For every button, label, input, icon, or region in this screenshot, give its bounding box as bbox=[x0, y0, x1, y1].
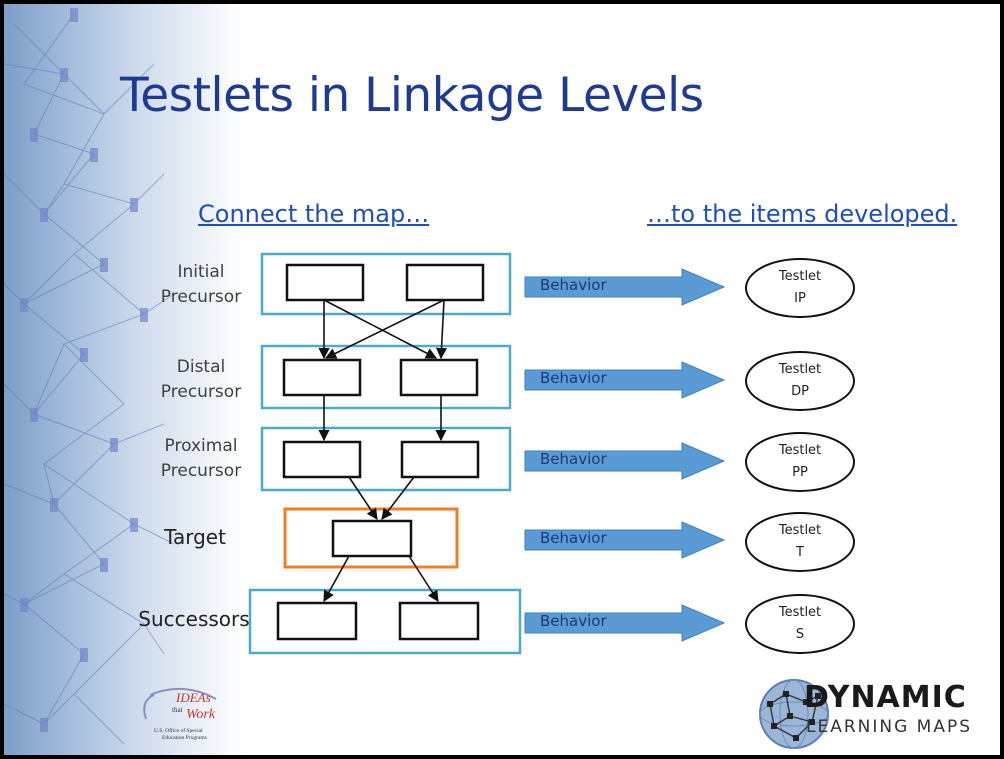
testlet-title: Testlet bbox=[778, 362, 822, 377]
node-dp-1 bbox=[282, 358, 362, 397]
testlet-pp: Testlet PP bbox=[745, 432, 855, 492]
svg-text:U.S. Office of Special: U.S. Office of Special bbox=[154, 727, 203, 734]
testlet-s: Testlet S bbox=[745, 594, 855, 654]
testlet-dp: Testlet DP bbox=[745, 351, 855, 411]
behavior-label: Behavior bbox=[540, 529, 607, 547]
edge-target-succ2 bbox=[408, 555, 439, 602]
testlet-code: DP bbox=[791, 384, 809, 399]
svg-text:that: that bbox=[172, 706, 183, 714]
testlet-title: Testlet bbox=[778, 269, 822, 284]
frame-distal-precursor bbox=[260, 344, 512, 410]
frame-proximal-precursor bbox=[260, 426, 512, 492]
label-line: Precursor bbox=[160, 382, 242, 402]
node-pp-2 bbox=[400, 440, 480, 479]
arrow-shape bbox=[524, 442, 726, 480]
right-heading: …to the items developed. bbox=[647, 200, 958, 228]
label-line: Precursor bbox=[160, 287, 242, 307]
left-heading: Connect the map… bbox=[198, 200, 430, 228]
label-initial-precursor: Initial Precursor bbox=[146, 260, 256, 310]
testlet-code: PP bbox=[792, 465, 808, 480]
label-distal-precursor: Distal Precursor bbox=[146, 355, 256, 405]
label-line: Precursor bbox=[160, 461, 242, 481]
behavior-label: Behavior bbox=[540, 276, 607, 294]
node-ip-2 bbox=[405, 263, 485, 302]
dlm-logo-line1: DYNAMIC bbox=[804, 680, 967, 715]
testlet-code: IP bbox=[794, 291, 806, 306]
testlet-title: Testlet bbox=[778, 443, 822, 458]
dlm-logo-line2: LEARNING MAPS bbox=[806, 717, 973, 737]
testlet-t: Testlet T bbox=[745, 512, 855, 572]
network-pattern bbox=[4, 8, 175, 745]
edge-ip2-dp2 bbox=[435, 299, 448, 360]
frame-successors bbox=[248, 588, 522, 655]
edge-pp2-target bbox=[381, 476, 415, 520]
slide-title: Testlets in Linkage Levels bbox=[120, 68, 704, 123]
svg-text:Education Programs: Education Programs bbox=[162, 735, 207, 741]
node-target bbox=[331, 519, 413, 558]
node-succ-2 bbox=[398, 601, 480, 641]
slide: Testlets in Linkage Levels Connect the m… bbox=[4, 4, 1000, 755]
node-pp-1 bbox=[282, 440, 362, 479]
svg-text:Work: Work bbox=[186, 707, 216, 722]
ideas-that-work-logo: IDEAs that Work U.S. Office of Special E… bbox=[143, 687, 217, 741]
behavior-label: Behavior bbox=[540, 450, 607, 468]
testlet-title: Testlet bbox=[778, 523, 822, 538]
behavior-label: Behavior bbox=[540, 369, 607, 387]
arrow-shape bbox=[524, 268, 726, 306]
behavior-arrow-dp: Behavior bbox=[524, 361, 726, 399]
testlet-code: T bbox=[796, 545, 804, 560]
testlet-title: Testlet bbox=[778, 605, 822, 620]
linkage-map-diagram bbox=[248, 252, 522, 655]
label-line: Distal bbox=[176, 357, 226, 377]
node-dp-2 bbox=[399, 358, 479, 397]
behavior-arrow-pp: Behavior bbox=[524, 442, 726, 480]
arrow-shape bbox=[524, 361, 726, 399]
testlet-code: S bbox=[795, 627, 805, 642]
behavior-label: Behavior bbox=[540, 612, 607, 630]
behavior-arrow-ip: Behavior bbox=[524, 268, 726, 306]
label-line: Proximal bbox=[164, 436, 238, 456]
behavior-arrow-t: Behavior bbox=[524, 521, 726, 559]
frame-initial-precursor bbox=[260, 252, 512, 316]
edge-target-succ1 bbox=[323, 555, 350, 602]
behavior-arrow-s: Behavior bbox=[524, 604, 726, 642]
arrow-shape bbox=[524, 521, 726, 559]
testlet-ip: Testlet IP bbox=[745, 258, 855, 318]
arrow-shape bbox=[524, 604, 726, 642]
label-successors: Successors bbox=[132, 607, 256, 632]
edge-ip1-dp2 bbox=[323, 299, 437, 359]
edge-pp1-target bbox=[348, 476, 378, 520]
label-line: Target bbox=[164, 525, 226, 549]
node-succ-1 bbox=[276, 601, 358, 641]
svg-text:IDEAs: IDEAs bbox=[175, 690, 211, 705]
label-target: Target bbox=[140, 525, 250, 550]
dynamic-learning-maps-globe-icon bbox=[759, 679, 829, 749]
network-background bbox=[4, 4, 244, 755]
label-line: Initial bbox=[177, 262, 225, 282]
edge-ip2-dp1 bbox=[324, 299, 445, 359]
label-line: Successors bbox=[138, 607, 250, 631]
label-proximal-precursor: Proximal Precursor bbox=[146, 434, 256, 484]
node-ip-1 bbox=[285, 263, 365, 302]
